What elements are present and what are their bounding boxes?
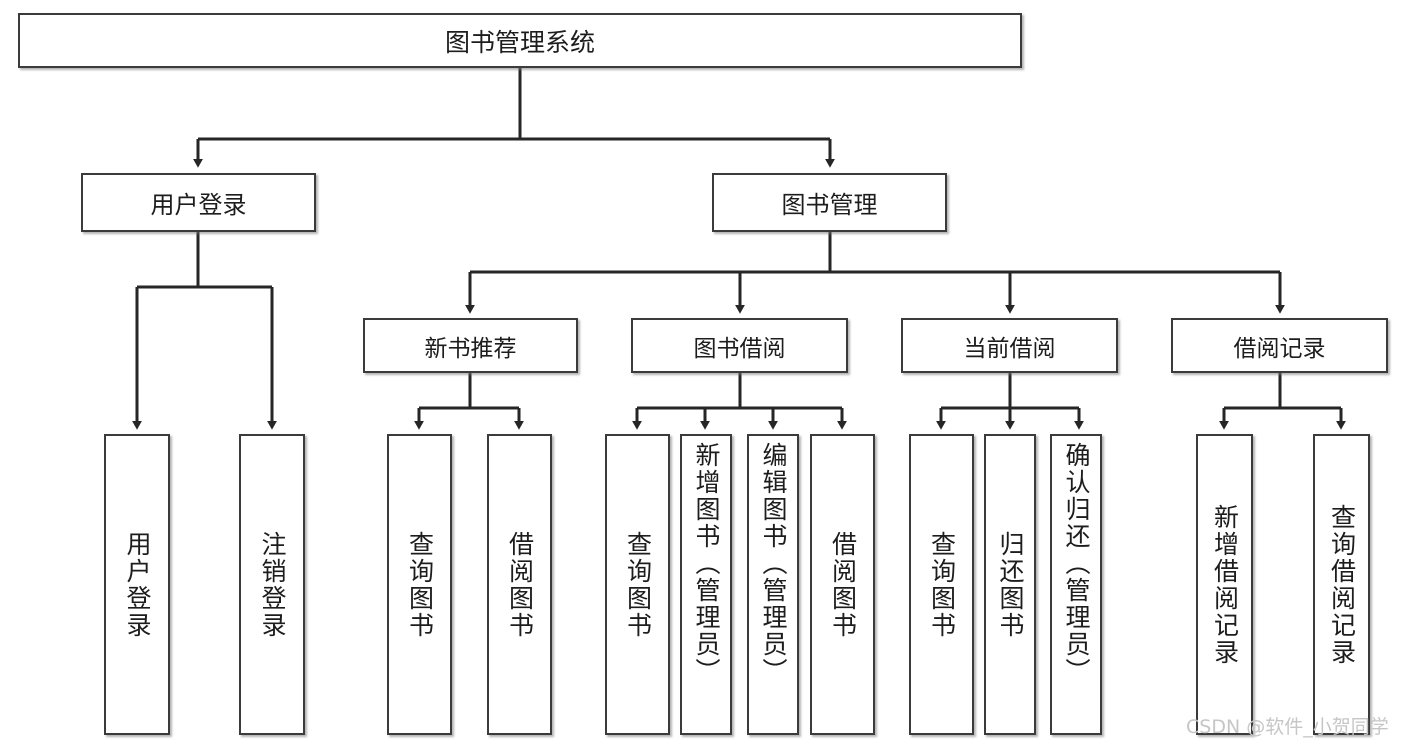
leaf-query-book-borrow[interactable]: 查询图书: [605, 434, 670, 735]
node-user-login[interactable]: 用户登录: [81, 173, 316, 232]
leaf-add-borrow-record[interactable]: 新增借阅记录: [1196, 434, 1253, 735]
node-book-borrow[interactable]: 图书借阅: [631, 318, 848, 373]
node-root[interactable]: 图书管理系统: [18, 13, 1022, 68]
leaf-query-book-current[interactable]: 查询图书: [909, 434, 974, 735]
leaf-borrow-book-borrow[interactable]: 借阅图书: [810, 434, 875, 735]
node-book-management[interactable]: 图书管理: [712, 173, 947, 232]
leaf-edit-book-admin[interactable]: 编辑图书（管理员）: [747, 434, 799, 735]
leaf-confirm-return-admin[interactable]: 确认归还（管理员）: [1050, 434, 1102, 735]
leaf-query-borrow-record[interactable]: 查询借阅记录: [1313, 434, 1370, 735]
node-current-borrow[interactable]: 当前借阅: [901, 318, 1118, 373]
leaf-user-logout[interactable]: 注销登录: [239, 434, 305, 735]
leaf-add-book-admin[interactable]: 新增图书（管理员）: [680, 434, 732, 735]
csdn-watermark: CSDN @软件_小贺同学: [1186, 716, 1389, 738]
leaf-user-login[interactable]: 用户登录: [104, 434, 170, 735]
leaf-query-book-newbook[interactable]: 查询图书: [387, 434, 452, 735]
leaf-return-book[interactable]: 归还图书: [984, 434, 1036, 735]
node-borrow-records[interactable]: 借阅记录: [1171, 318, 1388, 373]
node-new-book-recommend[interactable]: 新书推荐: [363, 318, 578, 373]
leaf-borrow-book-newbook[interactable]: 借阅图书: [487, 434, 552, 735]
